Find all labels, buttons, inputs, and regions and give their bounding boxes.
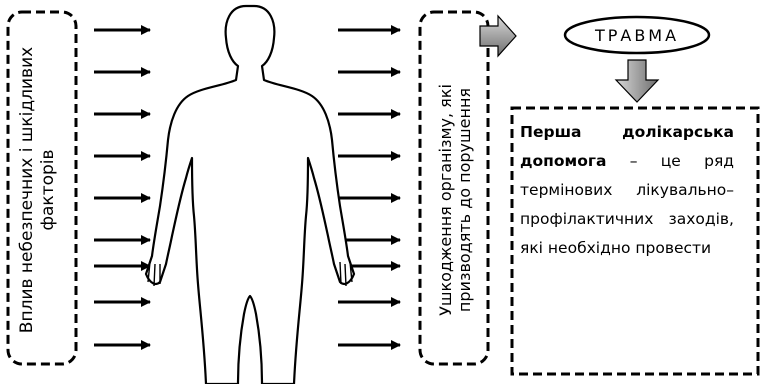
factors-label: Вплив небезпечних і шкідливих факторів (3, 25, 73, 355)
gray-arrow-down (616, 60, 658, 102)
left-arrow-column (94, 30, 150, 345)
gray-arrow-right (480, 16, 516, 56)
right-arrow-column (338, 30, 400, 345)
human-body-outline (146, 6, 354, 384)
first-aid-definition: Перша долікарська допомога – це ряд терм… (520, 118, 734, 263)
trauma-label: ТРАВМА (568, 22, 706, 48)
damage-label: Ушкодження організму, які призводять до … (430, 35, 480, 365)
